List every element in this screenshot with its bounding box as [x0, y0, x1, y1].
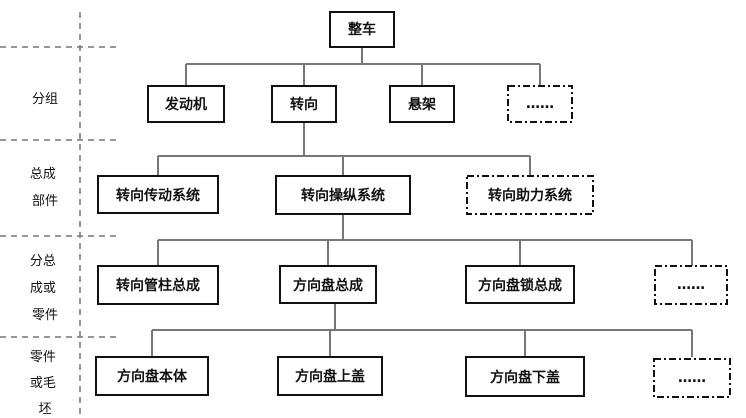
row-label-subassembly: 分总 成或 零件: [30, 254, 60, 323]
node-part-more-box: [653, 358, 731, 398]
node-group-more-box: [507, 85, 573, 123]
node-suspension-box: [389, 85, 455, 123]
row-label-part: 零件 或毛 坯: [30, 350, 60, 417]
node-wheel-upper-cover-label: 方向盘上盖: [295, 368, 365, 385]
node-steering-transmission-box: [97, 175, 219, 214]
node-wheel-lower-cover-box: [465, 356, 585, 397]
node-steering-column-box: [97, 265, 219, 305]
node-steering-wheel-box: [279, 265, 377, 304]
node-steering-label: 转向: [290, 96, 318, 113]
node-engine-label: 发动机: [164, 96, 207, 113]
node-power-steering-box: [466, 175, 594, 215]
node-steering-column-label: 转向管柱总成: [116, 277, 200, 294]
node-part-more-label: ……: [678, 370, 706, 386]
node-wheel-upper-cover-box: [277, 356, 383, 396]
node-group-more-label: ……: [526, 96, 554, 112]
node-steering-wheel-label: 方向盘总成: [293, 277, 363, 294]
node-root-box: [329, 11, 395, 48]
node-root-label: 整车: [347, 21, 376, 38]
node-wheel-body-label: 方向盘本体: [117, 368, 188, 385]
node-steering-box: [271, 85, 337, 123]
node-engine-box: [147, 85, 225, 123]
node-wheel-body-box: [95, 356, 209, 396]
connector: [185, 47, 541, 86]
node-suspension-label: 悬架: [407, 96, 436, 113]
node-steering-wheel-lock-label: 方向盘锁总成: [478, 277, 562, 294]
connector: [157, 214, 693, 266]
node-steering-transmission-label: 转向传动系统: [116, 187, 200, 204]
node-power-steering-label: 转向助力系统: [488, 187, 572, 204]
row-label-group: 分组: [32, 92, 58, 107]
node-wheel-lower-cover-label: 方向盘下盖: [490, 369, 560, 386]
node-steering-wheel-lock-box: [465, 265, 575, 304]
connector: [157, 121, 531, 176]
row-label-assembly: 总成 部件: [30, 167, 60, 209]
node-steering-control-label: 转向操纵系统: [301, 187, 385, 204]
node-subassembly-more-label: ……: [677, 277, 705, 293]
node-subassembly-more-box: [654, 265, 728, 305]
node-steering-control-box: [275, 175, 411, 215]
connector: [151, 303, 693, 357]
